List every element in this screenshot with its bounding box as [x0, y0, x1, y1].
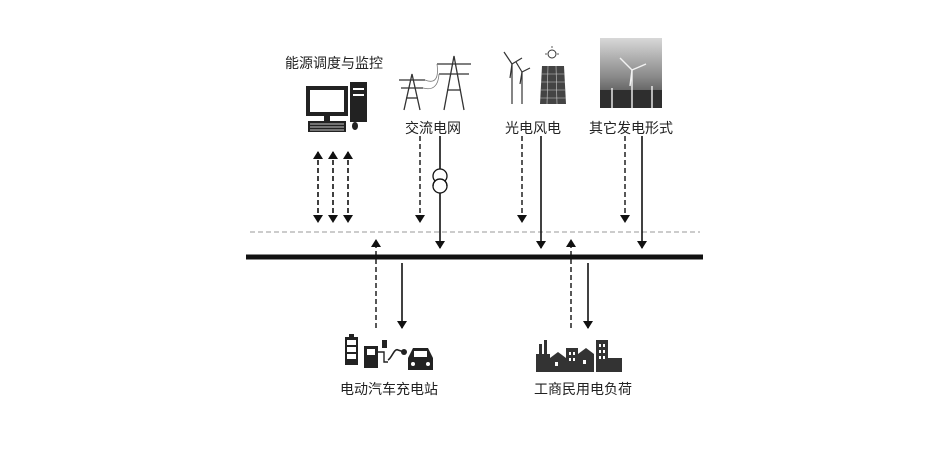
transformer-icon: [432, 168, 448, 194]
computer-icon: [306, 82, 367, 132]
pv-wind-label: 光电风电: [505, 121, 561, 137]
ev-charging-icon: [345, 334, 433, 370]
other-gen-label: 其它发电形式: [589, 120, 673, 137]
wind-turbine-photo-icon: [600, 38, 662, 108]
ev-station-label: 电动汽车充电站: [340, 381, 438, 398]
dispatch-label: 能源调度与监控: [285, 56, 383, 72]
ac-grid-label: 交流电网: [405, 120, 461, 137]
commercial-load-label: 工商民用电负荷: [534, 382, 632, 398]
transmission-tower-icon: [399, 55, 471, 111]
city-buildings-icon: [536, 340, 622, 372]
wind-solar-icon: [503, 46, 566, 105]
